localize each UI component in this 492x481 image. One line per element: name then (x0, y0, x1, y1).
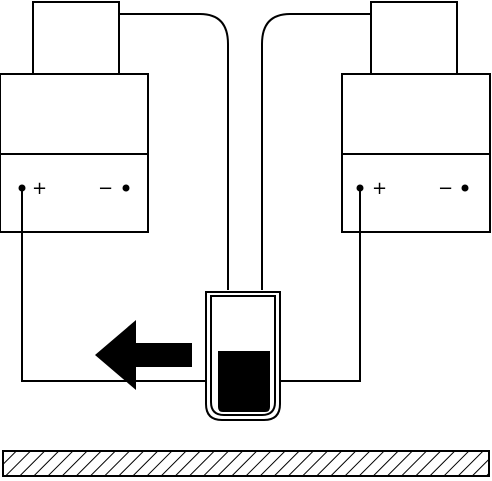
right-supply-terminal-panel (341, 153, 491, 233)
right-bottom-wire (272, 188, 361, 382)
right-top-wire (261, 13, 371, 290)
right-positive-label: + (372, 178, 387, 199)
left-top-wire (119, 13, 229, 290)
left-supply-terminal-panel (0, 153, 149, 233)
right-negative-terminal-dot-icon (461, 184, 469, 192)
left-negative-label: − (98, 178, 113, 199)
left-power-supply: + − (0, 1, 149, 233)
arrow-left-icon (95, 320, 192, 390)
left-bottom-wire (21, 188, 218, 382)
container-cup (205, 291, 281, 421)
right-negative-label: − (438, 178, 453, 199)
right-supply-top-block (370, 1, 458, 75)
left-supply-top-block (32, 1, 120, 75)
cup-contents (218, 351, 270, 412)
left-negative-terminal-dot-icon (122, 184, 130, 192)
cup-inner (210, 295, 276, 416)
right-power-supply: + − (341, 1, 491, 233)
right-supply-body (341, 73, 491, 155)
left-supply-body (0, 73, 149, 155)
hatched-surface-icon (2, 450, 490, 477)
left-positive-label: + (32, 178, 47, 199)
